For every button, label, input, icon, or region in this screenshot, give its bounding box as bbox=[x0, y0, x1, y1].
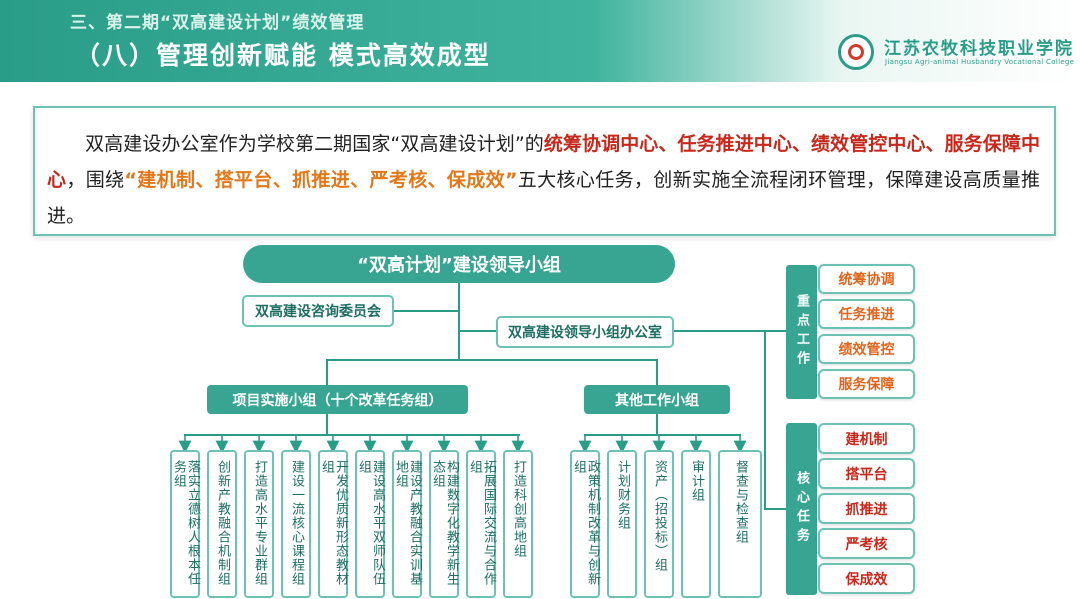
other-item: 资产（招投标）组 bbox=[644, 450, 674, 598]
other-item: 政策机制改革与创新组 bbox=[570, 450, 600, 598]
other-item-label: 督查与检查组 bbox=[733, 460, 748, 544]
project-item: 落实立德树人根本任务组 bbox=[170, 450, 200, 598]
connector bbox=[184, 434, 520, 436]
project-item-label: 拓展国际交流与合作组 bbox=[467, 460, 496, 586]
connector bbox=[326, 359, 657, 361]
project-item-label: 构建数字化教学新生态组 bbox=[430, 460, 459, 586]
leader-group-box: “双高计划”建设领导小组 bbox=[243, 245, 675, 283]
key-work-item: 统筹协调 bbox=[818, 264, 915, 294]
section-subtitle: 三、第二期“双高建设计划”绩效管理 bbox=[70, 13, 365, 33]
project-item: 打造高水平专业群组 bbox=[244, 450, 274, 598]
project-item: 建设高水平双师队伍组 bbox=[355, 450, 385, 598]
project-item: 开发优质新形态教材组 bbox=[318, 450, 348, 598]
other-item-label: 政策机制改革与创新组 bbox=[571, 460, 600, 586]
project-item-label: 建设产教融合实训基地组 bbox=[393, 460, 422, 586]
project-item: 创新产教融合机制组 bbox=[207, 450, 237, 598]
project-item: 建设一流核心课程组 bbox=[281, 450, 311, 598]
intro-text-3: 五大核心任务，创新实施全流程闭环管理，保障建设高质量推进。 bbox=[47, 169, 1040, 227]
other-item-label: 计划财务组 bbox=[615, 460, 630, 530]
intro-tasks: “建机制、搭平台、抓推进、严考核、保成效” bbox=[124, 169, 518, 191]
connector bbox=[326, 359, 328, 385]
project-item-label: 打造科创高地组 bbox=[511, 460, 526, 558]
connector bbox=[764, 330, 766, 510]
connector bbox=[764, 508, 786, 510]
project-item-label: 建设高水平双师队伍组 bbox=[356, 460, 385, 586]
core-task-item: 抓推进 bbox=[818, 493, 915, 524]
project-item-label: 建设一流核心课程组 bbox=[289, 460, 304, 586]
college-name-en: Jiangsu Agri-animal Husbandry Vocational… bbox=[885, 58, 1075, 66]
project-item-label: 打造高水平专业群组 bbox=[252, 460, 267, 586]
connector bbox=[674, 330, 764, 332]
project-item: 建设产教融合实训基地组 bbox=[392, 450, 422, 598]
other-item-label: 审计组 bbox=[689, 460, 704, 502]
intro-paragraph: 双高建设办公室作为学校第二期国家“双高建设计划”的统筹协调中心、任务推进中心、绩… bbox=[33, 106, 1056, 236]
project-item: 拓展国际交流与合作组 bbox=[466, 450, 496, 598]
key-work-item: 服务保障 bbox=[818, 369, 915, 399]
intro-text-1: 双高建设办公室作为学校第二期国家“双高建设计划”的 bbox=[85, 133, 544, 155]
connector bbox=[458, 283, 460, 360]
core-task-item: 建机制 bbox=[818, 423, 915, 454]
college-logo-icon bbox=[838, 34, 874, 70]
key-work-item: 任务推进 bbox=[818, 299, 915, 329]
advisory-committee-box: 双高建设咨询委员会 bbox=[242, 295, 394, 327]
project-item-label: 创新产教融合机制组 bbox=[215, 460, 230, 586]
other-group-box: 其他工作小组 bbox=[584, 385, 730, 414]
other-item: 督查与检查组 bbox=[718, 450, 762, 598]
connector bbox=[584, 434, 741, 436]
core-task-label: 核心任务 bbox=[786, 423, 817, 595]
office-box: 双高建设领导小组办公室 bbox=[496, 316, 674, 348]
project-item-label: 开发优质新形态教材组 bbox=[319, 460, 348, 586]
project-item: 打造科创高地组 bbox=[503, 450, 533, 598]
key-work-label: 重点工作 bbox=[786, 265, 817, 399]
connector bbox=[764, 330, 786, 332]
connector bbox=[656, 359, 658, 385]
core-task-item: 严考核 bbox=[818, 528, 915, 559]
core-task-item: 保成效 bbox=[818, 563, 915, 594]
core-task-item: 搭平台 bbox=[818, 458, 915, 489]
key-work-item: 绩效管控 bbox=[818, 334, 915, 364]
project-item: 构建数字化教学新生态组 bbox=[429, 450, 459, 598]
project-group-box: 项目实施小组（十个改革任务组） bbox=[207, 385, 468, 414]
other-item: 计划财务组 bbox=[607, 450, 637, 598]
connector bbox=[459, 330, 496, 332]
project-item-label: 落实立德树人根本任务组 bbox=[171, 460, 200, 586]
header-banner: 三、第二期“双高建设计划”绩效管理 （八）管理创新赋能 模式高效成型 bbox=[0, 0, 1080, 82]
connector bbox=[326, 414, 328, 434]
other-item: 审计组 bbox=[681, 450, 711, 598]
college-name-cn: 江苏农牧科技职业学院 bbox=[884, 39, 1074, 59]
other-item-label: 资产（招投标）组 bbox=[652, 460, 667, 572]
connector bbox=[656, 414, 658, 434]
intro-text-2: ，围绕 bbox=[66, 169, 125, 191]
page-title: （八）管理创新赋能 模式高效成型 bbox=[75, 41, 491, 70]
intro-centers: 统筹协调中心、任务推进中心、绩效管控中心、服务保障中心 bbox=[47, 133, 1040, 191]
connector bbox=[393, 310, 459, 312]
